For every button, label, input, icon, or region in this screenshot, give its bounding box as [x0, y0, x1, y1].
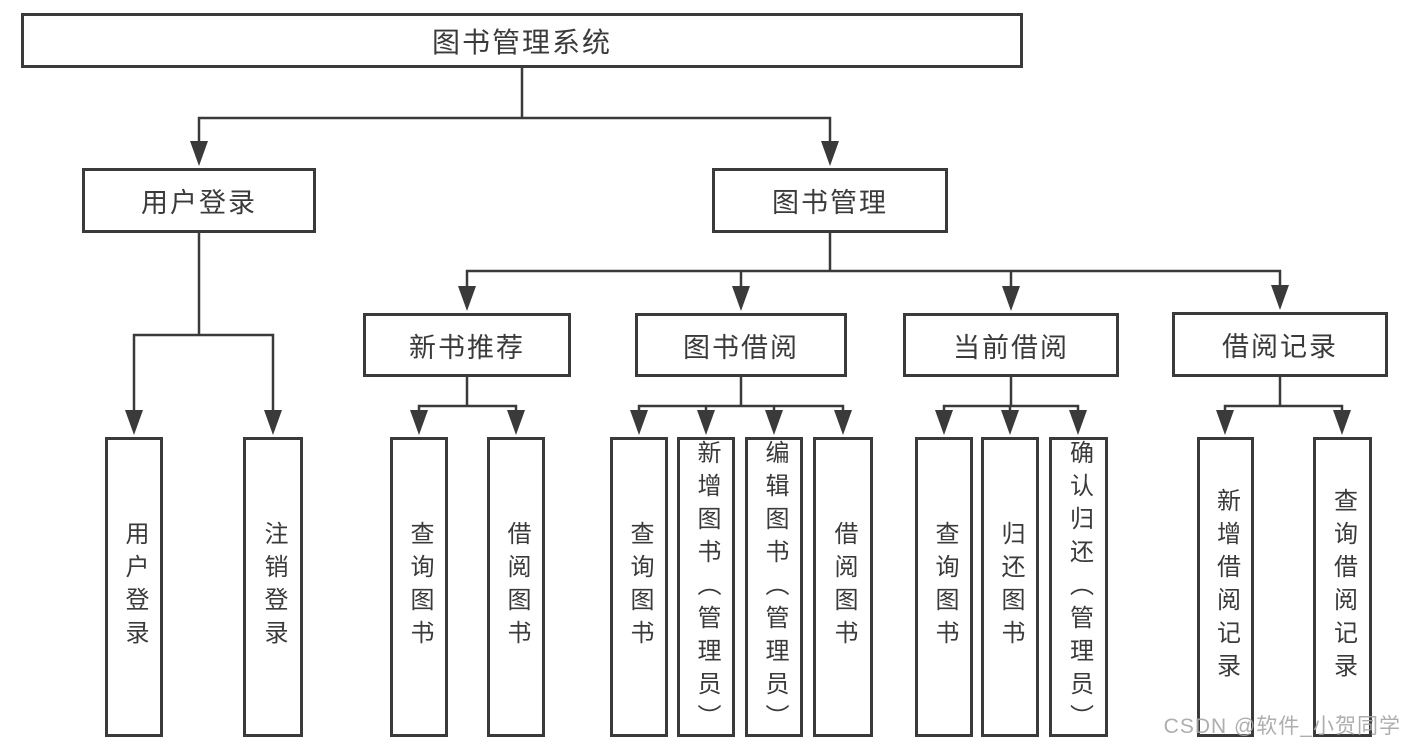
leaf-borrow-books: 借阅图书 [813, 437, 873, 737]
leaf-borrow-books-recommend: 借阅图书 [487, 437, 545, 737]
leaf-label: 归还图书 [997, 521, 1024, 653]
leaf-label: 确认归还（管理员） [1065, 440, 1093, 737]
leaf-add-books-admin: 新增图书（管理员） [677, 437, 735, 737]
leaf-label: 查询图书 [931, 521, 958, 653]
watermark: CSDN @软件_小贺同学 [1163, 715, 1401, 738]
leaf-label: 新增借阅记录 [1212, 488, 1240, 686]
node-book-borrowing: 图书借阅 [635, 313, 847, 377]
leaf-label: 借阅图书 [503, 521, 530, 653]
leaf-label: 注销登录 [260, 521, 287, 653]
node-book-management: 图书管理 [712, 168, 948, 233]
leaf-label: 用户登录 [121, 521, 148, 653]
arrowhead-icons [125, 141, 1351, 435]
leaf-label: 借阅图书 [830, 521, 857, 653]
leaf-label: 查询图书 [406, 521, 433, 653]
leaf-user-login: 用户登录 [105, 437, 163, 737]
node-current-borrowing: 当前借阅 [903, 313, 1119, 377]
node-user-login: 用户登录 [82, 168, 316, 233]
leaf-confirm-return-admin: 确认归还（管理员） [1049, 437, 1108, 737]
leaf-query-books-current: 查询图书 [915, 437, 973, 737]
leaf-return-books: 归还图书 [981, 437, 1039, 737]
leaf-label: 新增图书（管理员） [693, 440, 720, 737]
leaf-query-books-borrowing: 查询图书 [610, 437, 668, 737]
node-library-management-system: 图书管理系统 [21, 13, 1023, 68]
leaf-logout: 注销登录 [243, 437, 303, 737]
leaf-label: 查询图书 [626, 521, 653, 653]
node-borrowing-records: 借阅记录 [1172, 312, 1388, 377]
leaf-label: 查询借阅记录 [1329, 488, 1357, 686]
leaf-label: 编辑图书（管理员） [761, 440, 788, 737]
leaf-add-borrow-record: 新增借阅记录 [1197, 437, 1254, 737]
node-new-book-recommendation: 新书推荐 [363, 313, 571, 377]
leaf-query-borrow-record: 查询借阅记录 [1313, 437, 1372, 737]
leaf-edit-books-admin: 编辑图书（管理员） [745, 437, 803, 737]
leaf-query-books-recommend: 查询图书 [390, 437, 448, 737]
